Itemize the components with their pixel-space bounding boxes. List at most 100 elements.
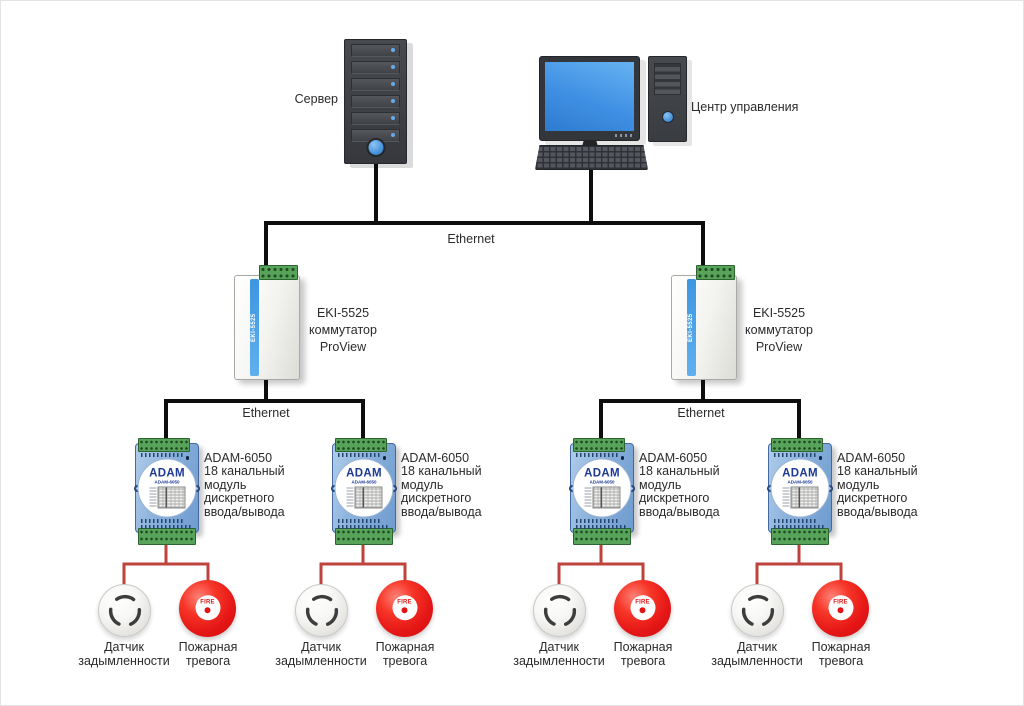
io-scale-marks — [584, 486, 591, 507]
adam-io-table — [346, 486, 382, 509]
fire-bell-cap: FIRE — [392, 594, 417, 620]
pin-markings — [774, 519, 816, 523]
sensor-label-line: Пожарная — [811, 640, 871, 654]
fire-bell-1: FIRE — [179, 580, 236, 637]
fire-bell-striker-icon — [401, 606, 408, 613]
adam-module-4: ADAM ADAM-6050 — [767, 438, 833, 545]
adam-io-table — [149, 486, 185, 509]
adam-label-line: ввода/вывода — [837, 504, 918, 519]
adam-label-line: модуль — [639, 477, 682, 492]
switch-2-label: EKI-5525 коммутатор ProView — [719, 305, 839, 356]
sensor-label-line: задымленности — [275, 653, 367, 668]
pin-markings — [774, 453, 816, 457]
ethernet-sub-label-right: Ethernet — [677, 406, 725, 420]
switch-label-line: коммутатор — [309, 323, 377, 337]
ethernet-wires — [164, 159, 801, 445]
adam-model-text: ADAM-6050 — [351, 479, 377, 485]
adam-logo: ADAM — [584, 467, 620, 480]
adam-label-line: 18 канальный — [639, 464, 720, 479]
sensor-label-line: тревога — [382, 653, 428, 668]
smoke-detector-arcs-icon — [741, 594, 774, 627]
smoke-detector-2-label: Датчик задымленности — [266, 640, 376, 668]
adam-label-line: модуль — [837, 477, 880, 492]
smoke-detector-1 — [98, 584, 151, 637]
desktop-power-button-icon — [661, 111, 674, 123]
fire-bell-2: FIRE — [376, 580, 433, 637]
adam-logo: ADAM — [782, 467, 818, 480]
smoke-detector-3 — [533, 584, 586, 637]
terminal-block-bottom — [573, 528, 631, 545]
fire-bell-striker-icon — [837, 606, 844, 613]
server-label: Сервер — [294, 92, 338, 106]
adam-faceplate: ADAM ADAM-6050 — [137, 458, 197, 518]
adam-model-text: ADAM-6050 — [589, 479, 615, 485]
fire-bell-cap: FIRE — [195, 594, 220, 620]
desktop-tower-slots — [654, 63, 681, 95]
smoke-detector-3-label: Датчик задымленности — [504, 640, 614, 668]
adam-label-line: 18 канальный — [204, 464, 285, 479]
sensor-label-line: тревога — [185, 653, 231, 668]
smoke-detector-arcs-icon — [108, 594, 141, 627]
io-grid — [157, 486, 185, 509]
fire-bell-text: FIRE — [833, 598, 848, 605]
eki-switch-2: EKI-5525 — [671, 265, 737, 380]
smoke-detector-arcs-icon — [543, 594, 576, 627]
switch-label-line: ProView — [319, 340, 367, 354]
switch-port-block — [259, 265, 298, 280]
adam-model-text: ADAM-6050 — [787, 479, 813, 485]
adam-logo: ADAM — [346, 467, 382, 480]
adam-label-line: дискретного — [639, 491, 710, 506]
sensor-label-line: Пожарная — [613, 640, 673, 654]
switch-label-line: EKI-5525 — [316, 306, 370, 320]
switch-brand-stripe: EKI-5525 — [250, 279, 259, 376]
wire-sensors3 — [557, 562, 645, 589]
adam-io-table — [782, 486, 818, 509]
pin-markings — [338, 525, 390, 529]
adam-label-line: ввода/вывода — [204, 504, 285, 519]
adam-label-line: ADAM-6050 — [639, 451, 708, 465]
adam-label-line: ADAM-6050 — [204, 451, 273, 465]
pin-markings — [338, 453, 380, 457]
fire-bell-text: FIRE — [635, 598, 650, 605]
wire-sensors2 — [319, 562, 407, 589]
sensor-label-line: тревога — [620, 653, 666, 668]
adam-label-line: 18 канальный — [401, 464, 482, 479]
wire-top-ethernet-bus — [264, 221, 705, 277]
fire-bell-3: FIRE — [614, 580, 671, 637]
terminal-block-top — [335, 438, 387, 452]
sensor-label-line: задымленности — [711, 653, 803, 668]
adam-faceplate: ADAM ADAM-6050 — [572, 458, 632, 518]
terminal-block-bottom — [138, 528, 196, 545]
sensor-label-line: тревога — [818, 653, 864, 668]
pin-markings — [141, 453, 183, 457]
pin-markings — [576, 525, 628, 529]
sensor-label-line: Датчик — [104, 640, 144, 654]
terminal-block-top — [771, 438, 823, 452]
wire-sensors4 — [755, 562, 843, 589]
server-power-button-icon — [366, 138, 385, 157]
adam-module-4-label: ADAM-6050 18 канальный модуль дискретног… — [837, 451, 918, 519]
switch-port-block — [696, 265, 735, 280]
terminal-block-top — [138, 438, 190, 452]
adam-module-3: ADAM ADAM-6050 — [569, 438, 635, 545]
pin-markings — [141, 519, 183, 523]
switch-label-line: ProView — [755, 340, 803, 354]
fire-bell-1-label: Пожарная тревога — [153, 640, 263, 668]
smoke-detector-2 — [295, 584, 348, 637]
fire-bell-3-label: Пожарная тревога — [588, 640, 698, 668]
server-tower — [344, 39, 407, 164]
switch-1-label: EKI-5525 коммутатор ProView — [283, 305, 403, 356]
adam-module-1-label: ADAM-6050 18 канальный модуль дискретног… — [204, 451, 285, 519]
server-drive-slat — [351, 95, 400, 108]
fire-bell-4: FIRE — [812, 580, 869, 637]
adam-label-line: модуль — [401, 477, 444, 492]
keyboard — [535, 145, 648, 170]
sensor-label-line: Датчик — [737, 640, 777, 654]
sensor-label-line: задымленности — [513, 653, 605, 668]
fire-bell-cap: FIRE — [630, 594, 655, 620]
sensor-label-line: Датчик — [301, 640, 341, 654]
fire-bell-text: FIRE — [397, 598, 412, 605]
adam-logo: ADAM — [149, 467, 185, 480]
pin-markings — [576, 519, 618, 523]
